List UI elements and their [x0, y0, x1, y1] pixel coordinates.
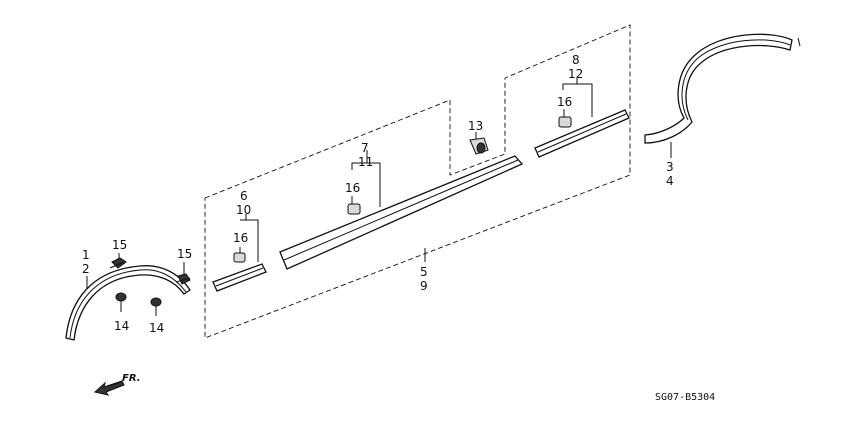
- main-side-molding: [279, 155, 524, 270]
- label-6: 6: [240, 189, 248, 203]
- label-10: 10: [236, 203, 251, 217]
- label-16a: 16: [233, 231, 248, 245]
- clip-15-right: [175, 273, 191, 285]
- rear-fender-arch: [644, 33, 801, 144]
- label-7: 7: [361, 141, 369, 155]
- rear-molding: [534, 109, 630, 158]
- front-indicator-label: FR.: [122, 373, 141, 384]
- label-14b: 14: [149, 321, 164, 335]
- clip-16-rear: [558, 116, 572, 128]
- label-15b: 15: [177, 247, 192, 261]
- leader-8-12-bracket: [562, 83, 593, 117]
- label-5: 5: [420, 265, 428, 279]
- label-13: 13: [468, 119, 483, 133]
- label-15a: 15: [112, 238, 127, 252]
- label-16b: 16: [345, 181, 360, 195]
- clip-16-front: [233, 252, 246, 263]
- diagram-code: SG07-B5304: [655, 392, 715, 403]
- label-12: 12: [568, 67, 583, 81]
- label-3: 3: [666, 160, 674, 174]
- label-16c: 16: [557, 95, 572, 109]
- front-molding: [212, 263, 267, 292]
- label-11: 11: [358, 155, 373, 169]
- clip-15-left: [109, 257, 127, 269]
- label-4: 4: [666, 174, 674, 188]
- front-direction-arrow-icon: [93, 380, 125, 396]
- screw-14-right: [150, 297, 162, 316]
- front-fender-arch: [65, 265, 191, 341]
- label-1: 1: [82, 248, 90, 262]
- label-9: 9: [420, 279, 428, 293]
- leader-7-11-bracket: [351, 162, 381, 207]
- label-14a: 14: [114, 319, 129, 333]
- assembly-boundary: [204, 24, 631, 339]
- clip-16-main: [347, 203, 361, 215]
- grommet-13: [469, 137, 489, 155]
- leader-6-10-bracket: [240, 219, 259, 262]
- screw-14-left: [115, 292, 127, 312]
- label-8: 8: [572, 53, 580, 67]
- label-2: 2: [82, 262, 90, 276]
